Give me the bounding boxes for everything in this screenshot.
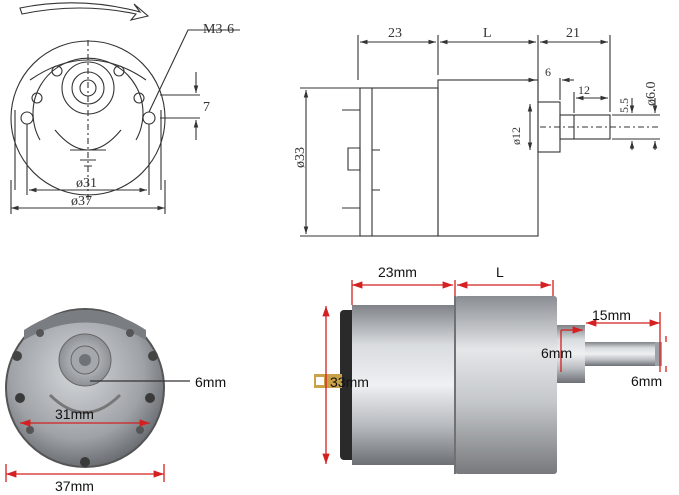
rotation-arrow-icon bbox=[19, 2, 150, 21]
motor-length-label: 23 bbox=[388, 26, 402, 41]
front-photo-dimensions bbox=[5, 380, 190, 482]
front-shaft-label: 6mm bbox=[195, 374, 226, 390]
front-bolt-circle-label: 31mm bbox=[55, 406, 94, 422]
side-motor-length-label: 23mm bbox=[378, 264, 417, 280]
side-shaft-length-label: 15mm bbox=[592, 307, 631, 323]
shaft-diameter-label: ø6.0 bbox=[644, 82, 659, 107]
boss-diameter-label: ø12 bbox=[509, 127, 523, 145]
body-diameter-33-label: ø33 bbox=[293, 147, 308, 168]
shaft-length-label: 21 bbox=[566, 26, 580, 41]
side-view-drawing bbox=[300, 35, 660, 237]
thread-label: M3-6 bbox=[203, 22, 234, 37]
side-body-diameter-label: 33mm bbox=[330, 374, 369, 390]
flat-length-label: 12 bbox=[578, 83, 590, 97]
front-view-drawing bbox=[10, 2, 240, 214]
side-photo-dimensions bbox=[322, 280, 667, 464]
side-shaft-diameter-label: 6mm bbox=[631, 373, 662, 389]
front-body-label: 37mm bbox=[55, 478, 94, 494]
gearbox-length-label: L bbox=[483, 26, 492, 41]
side-gearbox-length-label: L bbox=[496, 264, 504, 280]
side-boss-label: 6mm bbox=[541, 345, 572, 361]
bolt-circle-label: ø31 bbox=[76, 176, 97, 191]
body-diameter-label: ø37 bbox=[71, 194, 92, 209]
side-photo bbox=[314, 296, 662, 474]
front-photo bbox=[5, 308, 165, 468]
flat-height-label: 5.5 bbox=[617, 98, 631, 113]
boss-length-label: 6 bbox=[545, 65, 551, 79]
hole-offset-label: 7 bbox=[203, 100, 210, 115]
